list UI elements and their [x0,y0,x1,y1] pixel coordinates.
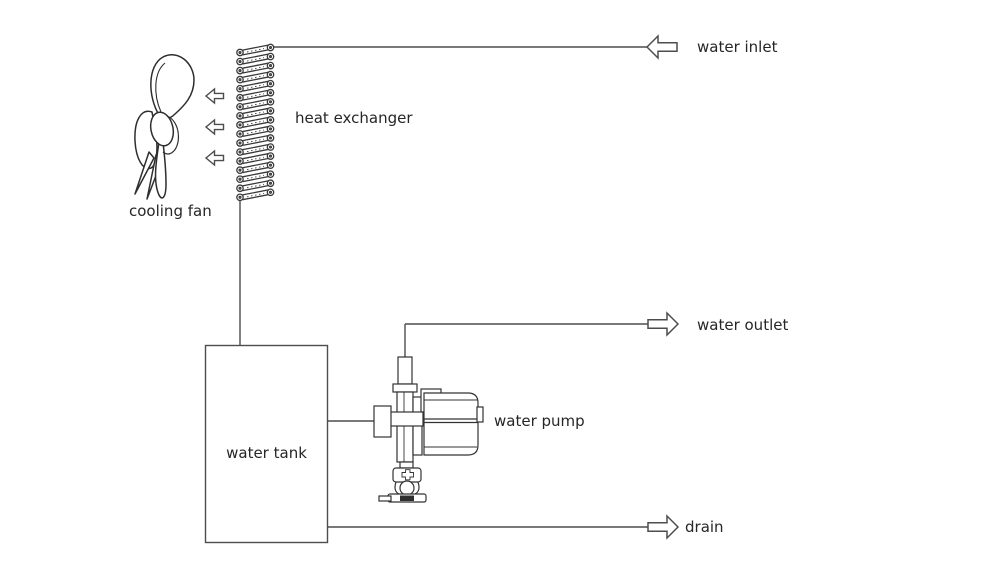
cooling-fan-label: cooling fan [129,202,212,220]
water-pump-label: water pump [494,412,585,430]
heat-exchanger-coil-icon [236,43,275,202]
drain-label: drain [685,518,724,536]
water-inlet-arrow-icon [646,35,678,59]
water-outlet-arrow-icon [647,312,679,336]
water-tank-label: water tank [226,444,307,462]
airflow-arrow-icon [205,150,225,166]
airflow-arrows [205,88,225,166]
drain-arrow-icon [647,515,679,539]
water-pump-icon [373,356,484,503]
pipe-lines [239,46,648,528]
airflow-arrow-icon [205,88,225,104]
cooling-fan-icon [134,54,195,200]
water-inlet-label: water inlet [697,38,778,56]
heat-exchanger-label: heat exchanger [295,109,413,127]
airflow-arrow-icon [205,119,225,135]
water-tank-box [204,344,329,544]
water-outlet-label: water outlet [697,316,789,334]
